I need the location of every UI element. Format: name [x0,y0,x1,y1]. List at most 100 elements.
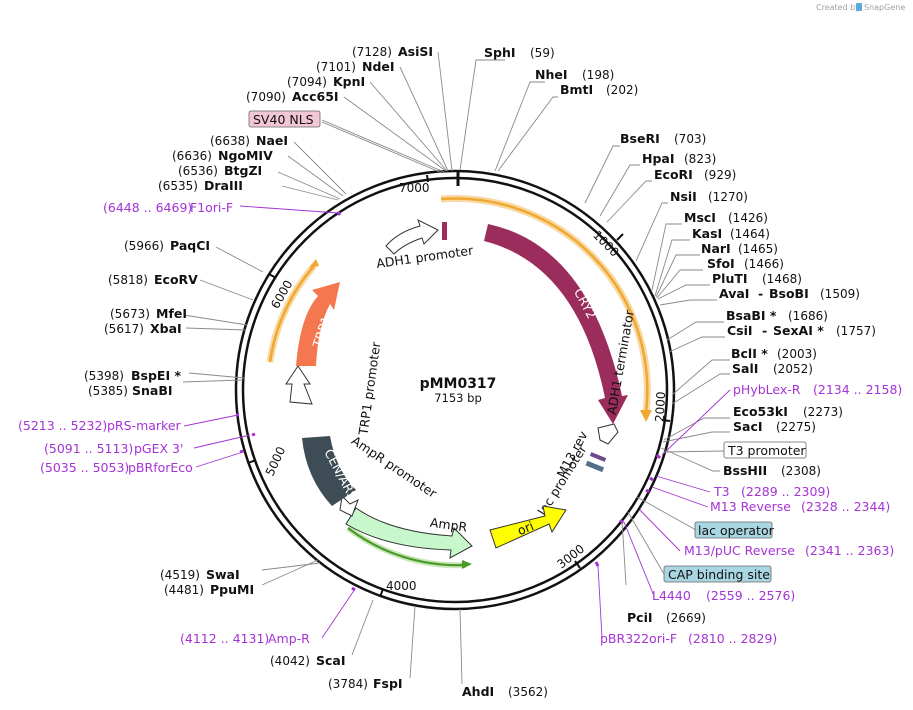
site-kpni: KpnI [333,74,365,89]
feature-adh1-terminator[interactable] [597,423,619,445]
feature-trp1-promoter-label: TRP1 promoter [355,340,383,437]
site-swai-pos: (4519) [160,568,200,582]
feature-adh1-promoter[interactable] [385,219,439,255]
backbone-outer [234,169,676,611]
svg-text:T3 promoter: T3 promoter [727,443,806,458]
site-ndei: NdeI [362,59,395,74]
feature-lac-operator-mark[interactable] [585,460,605,473]
orf-arc-ampr-arrowhead [462,560,472,569]
svg-text:SV40 NLS: SV40 NLS [253,112,314,127]
site-bsabi: BsaBI * [726,308,777,323]
boxed-feature-lac-operator[interactable]: lac operator [694,521,775,539]
feature-m13-rev[interactable] [589,452,607,462]
primer-m13-puc-reverse: M13/pUC Reverse [684,543,795,558]
site-swai: SwaI [206,567,240,582]
tick-4000: 4000 [386,579,417,593]
primer-leaders [183,205,731,639]
feature-ampr-promoter[interactable] [339,494,359,517]
site-avai-pos: (1509) [820,287,860,301]
site-asisi-pos: (7128) [352,45,392,59]
boxed-feature-cap-binding-site[interactable]: CAP binding site [663,565,772,583]
primer-marks [236,211,662,592]
feature-ori-label: ori [515,518,536,538]
site-hpai: HpaI [642,151,675,166]
feature-ori[interactable] [489,505,567,549]
site-sfoi: SfoI [707,256,735,271]
site-acc65i-pos: (7090) [246,90,286,104]
site-draiii-pos: (6535) [158,179,198,193]
site-ngomiv: NgoMIV [218,148,273,163]
site-fspi-pos: (3784) [328,677,368,691]
plasmid-name: pMM0317 [420,376,497,392]
site-msci-pos: (1426) [728,211,768,225]
primer-pbrforeco: pBRforEco [128,460,193,475]
site-btgzi-pos: (6536) [178,164,218,178]
tick-7000: 7000 [399,181,430,195]
site-eco53ki-pos: (2273) [803,405,843,419]
cap-binding-leader [627,511,665,575]
plasmid-size: 7153 bp [434,391,482,405]
orf-arc-cry2-arrowhead [640,410,652,422]
feature-ampr[interactable] [345,507,473,559]
feature-cen-ars[interactable] [302,436,356,506]
site-nhei-pos: (198) [582,68,614,82]
t3-promoter-leader [663,450,725,453]
site-bsshii-pos: (2308) [781,464,821,478]
site-sali-pos: (2052) [773,362,813,376]
feature-trp1[interactable] [296,282,340,366]
backbone-inner [241,176,669,604]
primer-pgex3-range: (5091 .. 5113) [44,441,133,456]
site-bcli-pos: (2003) [777,347,817,361]
site-msci: MscI [684,210,716,225]
site-xbai-pos: (5617) [104,322,144,336]
site-bseri: BseRI [620,131,660,146]
site-scai-pos: (4042) [270,654,310,668]
site-hpai-pos: (823) [684,152,716,166]
site-nsii-pos: (1270) [708,190,748,204]
primer-pbr322ori-f: pBR322ori-F [600,631,677,646]
primer-m13-reverse-range: (2328 .. 2344) [801,499,890,514]
site-nari: NarI [701,241,731,256]
site-bsobi: BsoBI [769,286,809,301]
site-fspi: FspI [373,676,403,691]
boxed-feature-sv40-nls[interactable]: SV40 NLS [248,110,321,128]
site-ppumi-pos: (4481) [164,583,204,597]
site-scai: ScaI [316,653,346,668]
sv40-leader [321,121,443,174]
orf-arc-ampr [347,527,467,567]
feature-trp1-promoter[interactable] [285,365,313,405]
site-csii-sep: - [762,323,767,338]
site-naei: NaeI [256,133,288,148]
primer-amp-r: Amp-R [268,631,310,646]
primer-m13-reverse: M13 Reverse [710,499,791,514]
primer-phyblex-r: pHybLex-R [733,382,801,397]
site-xbai: XbaI [150,321,182,336]
site-ndei-pos: (7101) [316,60,356,74]
feature-cry2[interactable] [484,224,628,424]
boxed-feature-t3-promoter[interactable]: T3 promoter [723,441,806,459]
site-sfoi-pos: (1466) [744,257,784,271]
site-bspei-pos: (5398) [84,369,124,383]
site-csii: CsiI [727,323,753,338]
site-mfei: MfeI [156,306,187,321]
feature-ampr-label: AmpR [429,515,468,535]
site-asisi: AsiSI [398,44,433,59]
svg-text:CAP binding site: CAP binding site [668,567,770,582]
site-sphi-pos: (59) [530,46,555,60]
site-bmti-pos: (202) [606,83,638,97]
site-pluti-pos: (1468) [762,272,802,286]
site-bsabi-pos: (1686) [788,309,828,323]
enzyme-leaders [182,51,730,685]
site-btgzi: BtgZI [224,163,262,178]
site-bmti: BmtI [560,82,593,97]
primer-amp-r-range: (4112 .. 4131) [180,631,269,646]
feature-sv40-nls-mark[interactable] [442,222,447,240]
scale-ticks [247,174,671,598]
site-bspei: BspEI * [131,368,181,383]
site-ahdi: AhdI [462,684,494,699]
site-draiii: DraIII [204,178,243,193]
primer-l4440: L4440 [652,588,691,603]
site-pcii: PciI [627,610,653,625]
site-paqci-pos: (5966) [124,239,164,253]
